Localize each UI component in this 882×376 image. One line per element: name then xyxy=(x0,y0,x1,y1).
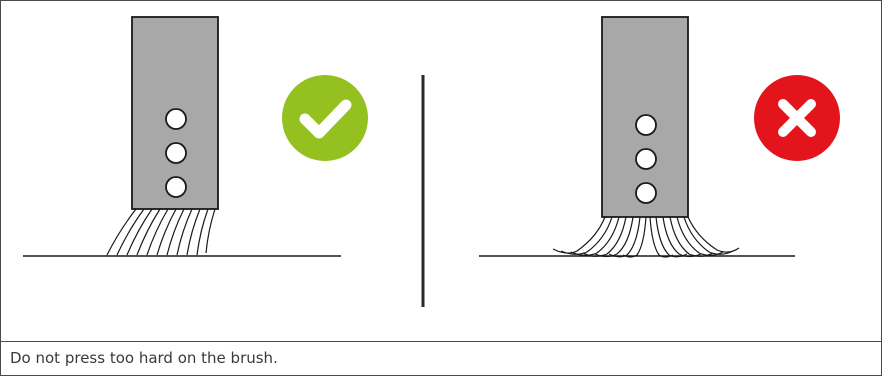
brush-hole-right-1 xyxy=(635,114,657,136)
instruction-caption: Do not press too hard on the brush. xyxy=(10,349,278,367)
brush-hole-left-3 xyxy=(165,176,187,198)
panel-incorrect xyxy=(479,16,840,258)
bristles-heavy-pressure xyxy=(552,216,740,258)
brush-hole-left-2 xyxy=(165,142,187,164)
brush-hole-left-1 xyxy=(165,108,187,130)
bristles-light-pressure xyxy=(106,208,216,256)
checkmark-icon xyxy=(299,99,352,139)
caption-bar: Do not press too hard on the brush. xyxy=(1,341,881,375)
correct-badge-circle xyxy=(282,75,368,161)
incorrect-badge xyxy=(754,75,840,161)
brush-hole-right-2 xyxy=(635,148,657,170)
brush-hole-right-3 xyxy=(635,182,657,204)
brush-pressure-illustration xyxy=(1,1,881,341)
cross-icon xyxy=(778,99,816,137)
panel-correct xyxy=(23,16,368,257)
correct-badge xyxy=(282,75,368,161)
illustration-canvas xyxy=(23,16,840,307)
